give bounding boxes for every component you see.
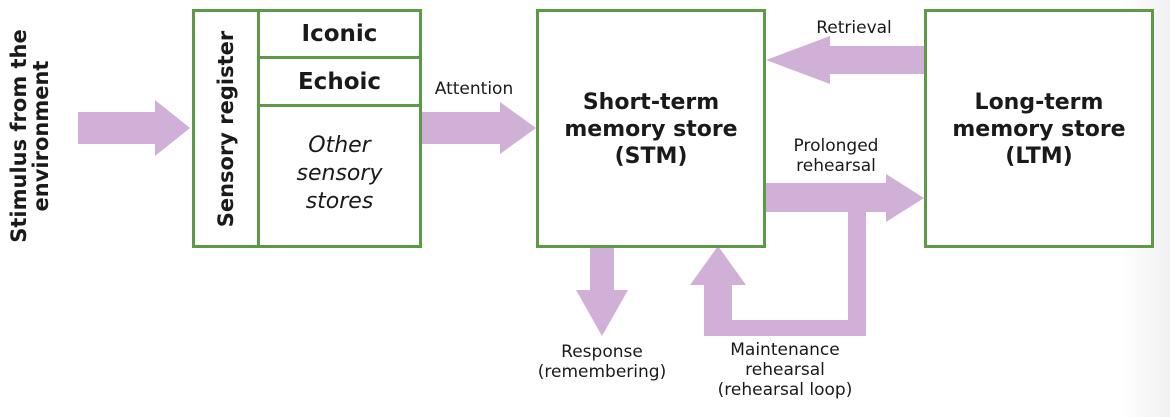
ltm-label-line1: Long-term bbox=[974, 90, 1104, 115]
prolonged-line1: Prolonged bbox=[793, 136, 879, 156]
stimulus-label-line1: Stimulus from the bbox=[7, 29, 31, 243]
ltm-label-line3: (LTM) bbox=[1005, 144, 1073, 169]
response-arrow bbox=[576, 246, 628, 336]
echoic-store-label: Echoic bbox=[297, 68, 382, 95]
stimulus-label: Stimulus from the environment bbox=[7, 26, 60, 246]
retrieval-label: Retrieval bbox=[816, 18, 892, 38]
prolonged-rehearsal-arrow bbox=[766, 174, 924, 222]
sensory-register-divider bbox=[257, 9, 260, 248]
prolonged-line2: rehearsal bbox=[796, 156, 876, 176]
ltm-label-line2: memory store bbox=[952, 117, 1126, 142]
attention-arrow bbox=[422, 102, 536, 154]
other-stores-line3: stores bbox=[305, 189, 374, 214]
stm-label-line2: memory store bbox=[564, 117, 738, 142]
stm-label: Short-term memory store (STM) bbox=[539, 89, 763, 170]
iconic-store-label: Iconic bbox=[301, 21, 378, 47]
response-line1: Response bbox=[561, 342, 643, 362]
other-sensory-stores-label: Other sensory stores bbox=[260, 132, 419, 216]
stimulus-label-line2: environment bbox=[29, 60, 54, 212]
attention-label: Attention bbox=[434, 79, 514, 99]
maintenance-line2: rehearsal bbox=[745, 360, 825, 380]
maintenance-rehearsal-label: Maintenance rehearsal (rehearsal loop) bbox=[704, 340, 866, 400]
maintenance-line1: Maintenance bbox=[730, 340, 840, 360]
retrieval-arrow bbox=[766, 36, 924, 84]
stimulus-arrow bbox=[78, 100, 190, 156]
stm-label-line1: Short-term bbox=[582, 90, 720, 115]
prolonged-rehearsal-label: Prolonged rehearsal bbox=[776, 136, 896, 176]
sensory-register-box bbox=[192, 9, 422, 248]
response-label: Response (remembering) bbox=[528, 342, 676, 382]
stm-label-line3: (STM) bbox=[614, 144, 688, 169]
echoic-divider bbox=[257, 104, 422, 107]
ltm-label: Long-term memory store (LTM) bbox=[927, 89, 1151, 170]
maintenance-line3: (rehearsal loop) bbox=[717, 380, 853, 400]
other-stores-line1: Other bbox=[308, 133, 371, 158]
iconic-divider bbox=[257, 56, 422, 59]
response-line2: (remembering) bbox=[537, 362, 667, 382]
sensory-register-title: Sensory register bbox=[214, 30, 238, 228]
maintenance-rehearsal-loop-arrow bbox=[690, 212, 866, 336]
other-stores-line2: sensory bbox=[296, 161, 383, 186]
stm-box bbox=[536, 9, 766, 248]
ltm-box bbox=[924, 9, 1154, 248]
